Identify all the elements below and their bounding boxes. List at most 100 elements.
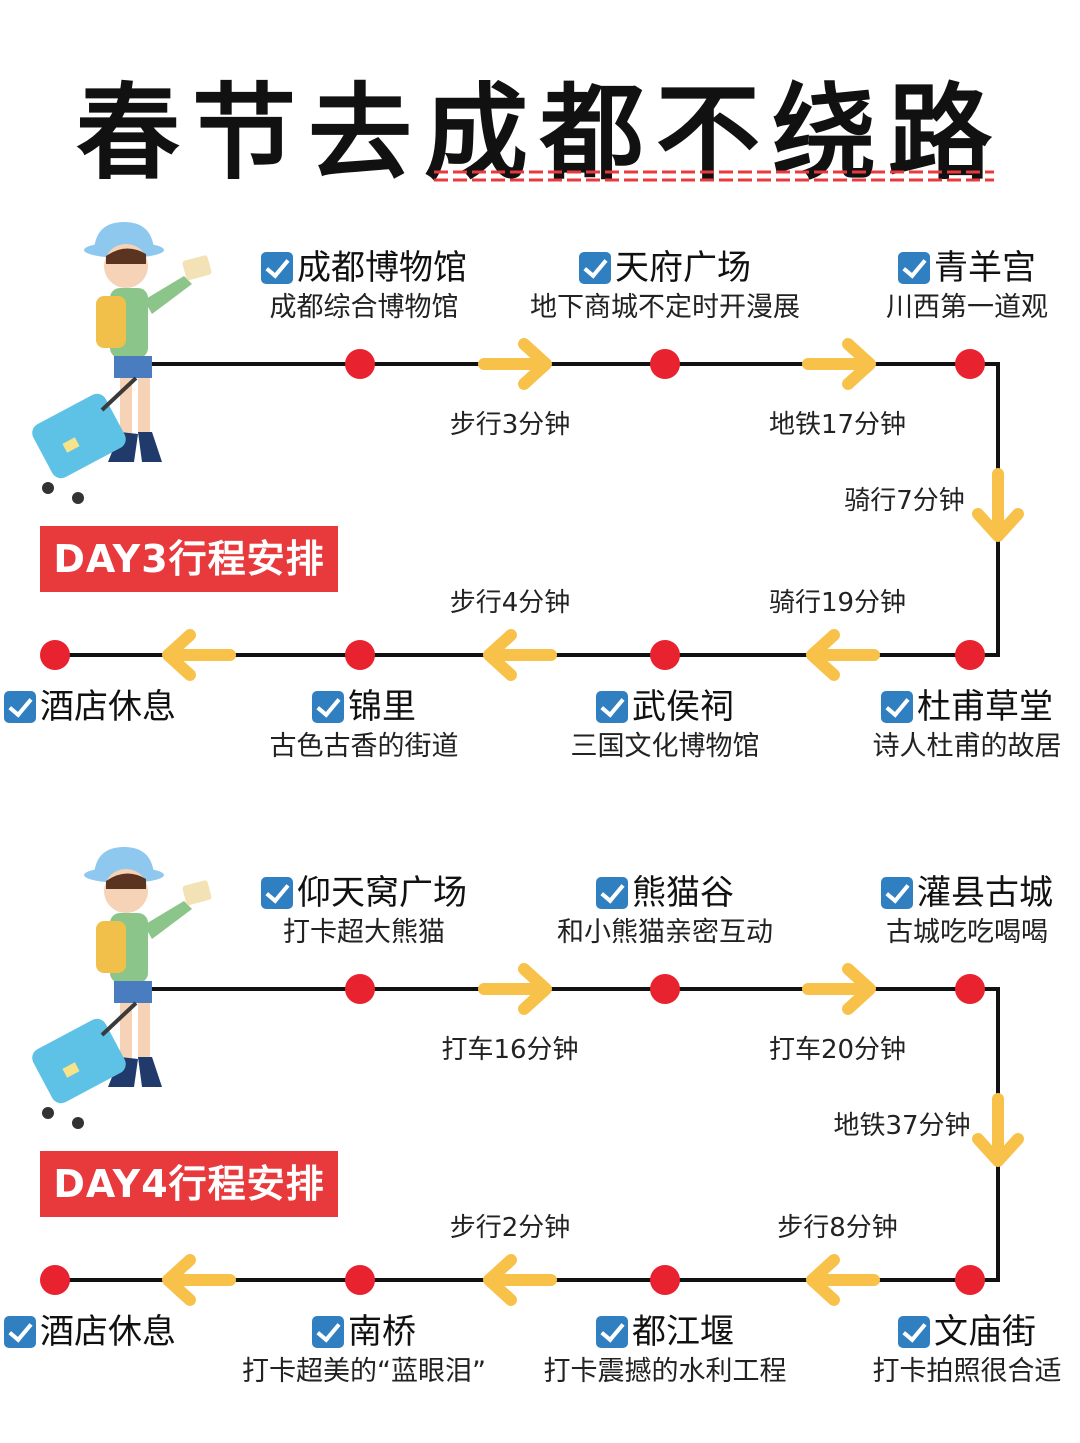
day4-route — [40, 963, 1024, 1306]
arrow-down-icon — [972, 468, 1024, 542]
arrow-right-icon — [478, 963, 552, 1015]
stop-hotel: 酒店休息 — [0, 1312, 180, 1352]
stop-desc: 打卡超美的“蓝眼泪” — [242, 1356, 486, 1387]
stop-name: 武侯祠 — [632, 687, 734, 727]
checkbox-icon — [261, 252, 293, 284]
stop-desc: 古色古香的街道 — [269, 731, 459, 762]
leg-label: 步行8分钟 — [777, 1213, 898, 1243]
checkbox-icon — [898, 252, 930, 284]
leg-label: 步行3分钟 — [449, 410, 571, 440]
checkbox-icon — [261, 877, 293, 909]
stop-dot — [345, 974, 375, 1004]
stop-dot — [650, 640, 680, 670]
stop-yangtianwo-square: 仰天窝广场 打卡超大熊猫 — [258, 873, 470, 951]
arrow-left-icon — [483, 629, 557, 681]
stop-name: 酒店休息 — [40, 687, 176, 727]
stop-wuhou-shrine: 武侯祠 三国文化博物馆 — [555, 687, 775, 765]
arrow-left-icon — [483, 1254, 557, 1306]
arrow-right-icon — [802, 963, 876, 1015]
stop-desc: 地下商城不定时开漫展 — [530, 292, 800, 323]
stop-desc: 和小熊猫亲密互动 — [557, 917, 773, 948]
day3-badge: DAY3行程安排 — [40, 526, 338, 592]
leg-label: 打车16分钟 — [441, 1035, 579, 1065]
checkbox-icon — [579, 252, 611, 284]
title-underline — [434, 170, 994, 182]
arrow-left-icon — [806, 1254, 880, 1306]
stop-nanqiao-bridge: 南桥 打卡超美的“蓝眼泪” — [216, 1312, 512, 1390]
leg-label: 打车20分钟 — [768, 1035, 907, 1065]
stop-name: 灌县古城 — [917, 873, 1053, 913]
checkbox-icon — [596, 877, 628, 909]
stop-jinli: 锦里 古色古香的街道 — [258, 687, 470, 765]
stop-wenmiao-street: 文庙街 打卡拍照很合适 — [862, 1312, 1072, 1390]
stop-dujiangyan: 都江堰 打卡震撼的水利工程 — [530, 1312, 800, 1390]
leg-label: 骑行19分钟 — [768, 588, 907, 618]
stop-panda-valley: 熊猫谷 和小熊猫亲密互动 — [540, 873, 790, 951]
stop-name: 文庙街 — [934, 1312, 1036, 1352]
leg-label: 步行2分钟 — [449, 1213, 571, 1243]
stop-desc: 古城吃吃喝喝 — [886, 917, 1048, 948]
checkbox-icon — [4, 691, 36, 723]
checkbox-icon — [596, 1316, 628, 1348]
page-title: 春节去成都不绕路 — [75, 72, 1004, 194]
checkbox-icon — [312, 1316, 344, 1348]
stop-dot — [40, 640, 70, 670]
stop-name: 杜甫草堂 — [917, 687, 1053, 727]
stop-name: 南桥 — [348, 1312, 416, 1352]
stop-name: 天府广场 — [615, 248, 751, 288]
stop-desc: 成都综合博物馆 — [269, 292, 459, 323]
stop-guanxian-old-town: 灌县古城 古城吃吃喝喝 — [872, 873, 1062, 951]
stop-dot — [955, 974, 985, 1004]
stop-desc: 打卡超大熊猫 — [283, 917, 445, 948]
checkbox-icon — [898, 1316, 930, 1348]
leg-label: 地铁37分钟 — [833, 1111, 971, 1141]
stop-name: 酒店休息 — [40, 1312, 176, 1352]
traveler-illustration — [26, 200, 226, 510]
stop-desc: 川西第一道观 — [886, 292, 1048, 323]
arrow-right-icon — [478, 338, 552, 390]
arrow-left-icon — [806, 629, 880, 681]
stop-dot — [345, 640, 375, 670]
stop-desc: 三国文化博物馆 — [570, 731, 760, 762]
day4-badge: DAY4行程安排 — [40, 1151, 338, 1217]
stop-chengdu-museum: 成都博物馆 成都综合博物馆 — [258, 248, 470, 326]
arrow-left-icon — [162, 1254, 236, 1306]
stop-hotel: 酒店休息 — [0, 687, 180, 727]
stop-desc: 打卡震撼的水利工程 — [543, 1356, 787, 1387]
stop-name: 成都博物馆 — [297, 248, 467, 288]
stop-dot — [955, 1265, 985, 1295]
leg-label: 步行4分钟 — [449, 588, 571, 618]
checkbox-icon — [4, 1316, 36, 1348]
stop-name: 青羊宫 — [934, 248, 1036, 288]
checkbox-icon — [881, 691, 913, 723]
arrow-down-icon — [972, 1093, 1024, 1167]
stop-dot — [650, 1265, 680, 1295]
stop-tianfu-square: 天府广场 地下商城不定时开漫展 — [515, 248, 815, 326]
stop-desc: 打卡拍照很合适 — [872, 1356, 1062, 1387]
day3-route — [40, 338, 1024, 681]
checkbox-icon — [881, 877, 913, 909]
stop-name: 都江堰 — [632, 1312, 734, 1352]
stop-desc: 诗人杜甫的故居 — [872, 731, 1062, 762]
checkbox-icon — [312, 691, 344, 723]
stop-dot — [650, 974, 680, 1004]
stop-dot — [345, 349, 375, 379]
arrow-left-icon — [162, 629, 236, 681]
stop-name: 仰天窝广场 — [297, 873, 467, 913]
checkbox-icon — [596, 691, 628, 723]
stop-dot — [345, 1265, 375, 1295]
stop-qingyang-palace: 青羊宫 川西第一道观 — [872, 248, 1062, 326]
stop-name: 熊猫谷 — [632, 873, 734, 913]
stop-dot — [955, 349, 985, 379]
stop-dot — [650, 349, 680, 379]
stop-dot — [955, 640, 985, 670]
traveler-illustration — [26, 825, 226, 1135]
leg-label: 地铁17分钟 — [768, 410, 907, 440]
leg-label: 骑行7分钟 — [844, 486, 965, 516]
day4-section: DAY4行程安排 仰天窝广场 打卡超大熊猫 熊猫谷 和小熊猫亲密互动 灌县古城 … — [0, 825, 1080, 1395]
stop-name: 锦里 — [348, 687, 416, 727]
stop-dufu-cottage: 杜甫草堂 诗人杜甫的故居 — [862, 687, 1072, 765]
day3-section: DAY3行程安排 成都博物馆 成都综合博物馆 天府广场 地下商城不定时开漫展 青… — [0, 200, 1080, 770]
stop-dot — [40, 1265, 70, 1295]
arrow-right-icon — [802, 338, 876, 390]
